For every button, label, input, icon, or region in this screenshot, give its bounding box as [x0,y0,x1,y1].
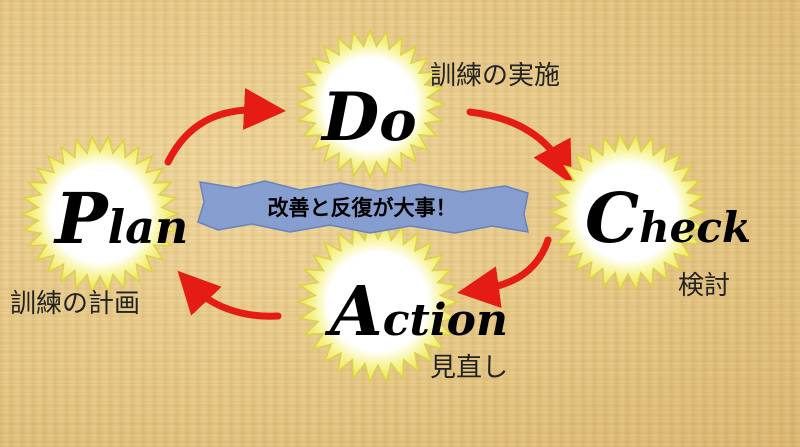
do-caption: 訓練の実施 [430,61,560,91]
action-caption: 見直し [430,353,508,383]
action-initial: A [324,272,383,352]
do-word: Do [320,78,417,156]
check-initial: C [585,179,639,259]
plan-word: Plan [53,177,188,260]
do-rest: o [379,88,416,154]
arrow-do-to-check [466,108,572,185]
plan-caption: 訓練の計画 [10,289,140,319]
check-burst [547,132,709,292]
do-initial: D [320,78,379,156]
check-caption: 検討 [678,271,730,301]
arrow-action-to-plan [177,270,282,320]
banner-text: 改善と反復が大事！ [268,196,457,220]
do-burst [293,27,447,181]
arrow-plan-to-do [164,87,286,166]
plan-rest: lan [108,200,189,254]
banner-shape [197,180,529,234]
plan-burst [19,134,181,294]
check-rest: heck [639,203,751,252]
check-word: Check [585,179,751,259]
plan-initial: P [53,177,110,260]
action-word: Action [324,272,508,352]
action-burst [295,220,461,384]
action-rest: ction [383,295,508,346]
banner: 改善と反復が大事！ [197,180,529,234]
arrow-check-to-action [457,236,552,308]
